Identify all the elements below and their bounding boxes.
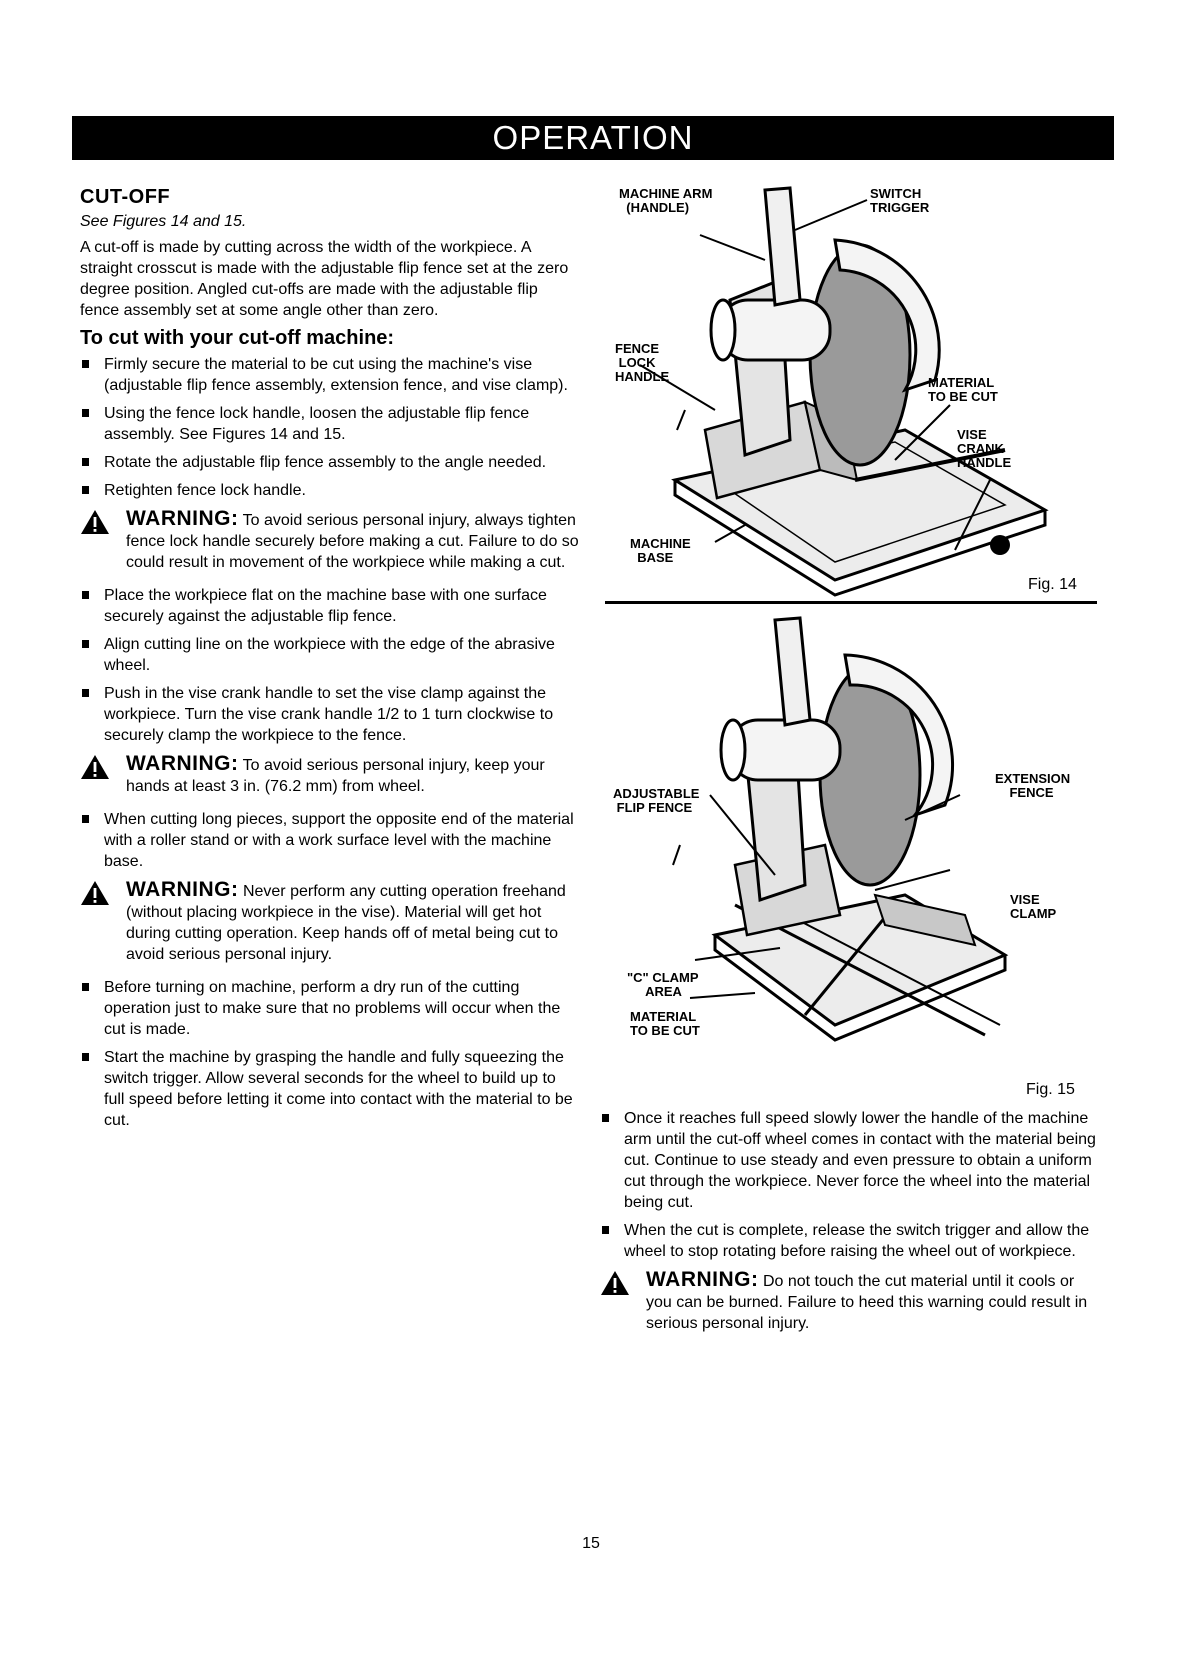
list-item: Using the fence lock handle, loosen the …	[80, 403, 580, 445]
figure-reference: See Figures 14 and 15.	[80, 213, 247, 230]
warning-block-1: WARNING: To avoid serious personal injur…	[80, 508, 580, 573]
warning-label: WARNING:	[126, 752, 239, 775]
list-item: Push in the vise crank handle to set the…	[80, 683, 580, 746]
list-item: Align cutting line on the workpiece with…	[80, 634, 580, 676]
warning-label: WARNING:	[126, 507, 239, 530]
figure-caption: Fig. 14	[1028, 576, 1077, 593]
bullet-icon	[82, 689, 89, 697]
label-machine-base: MACHINE BASE	[630, 536, 691, 565]
steps-list-2: Place the workpiece flat on the machine …	[80, 585, 580, 746]
warning-block-3: WARNING: Never perform any cutting opera…	[80, 879, 580, 965]
list-item: Firmly secure the material to be cut usi…	[80, 354, 580, 396]
warning-block-2: WARNING: To avoid serious personal injur…	[80, 753, 580, 797]
warning-text: Never perform any cutting operation free…	[126, 883, 566, 963]
label-extension-fence: EXTENSION FENCE	[995, 771, 1071, 800]
bullet-icon	[82, 640, 89, 648]
list-item: Retighten fence lock handle.	[80, 480, 580, 501]
figure-divider	[605, 601, 1097, 604]
warning-text: To avoid serious personal injury, always…	[126, 512, 579, 571]
intro-paragraph: A cut-off is made by cutting across the …	[80, 239, 569, 319]
list-item: Rotate the adjustable flip fence assembl…	[80, 452, 580, 473]
right-column: Once it reaches full speed slowly lower …	[600, 1108, 1100, 1346]
list-item: When the cut is complete, release the sw…	[600, 1220, 1100, 1262]
cutoff-machine-illustration	[672, 616, 1009, 1042]
list-item: Place the workpiece flat on the machine …	[80, 585, 580, 627]
cutoff-machine-illustration	[639, 186, 1049, 597]
label-machine-arm: MACHINE ARM (HANDLE)	[619, 186, 713, 215]
warning-text: Do not touch the cut material until it c…	[646, 1273, 1088, 1332]
bullet-icon	[82, 409, 89, 417]
bullet-icon	[602, 1114, 609, 1122]
list-item: Once it reaches full speed slowly lower …	[600, 1108, 1100, 1213]
bullet-icon	[82, 360, 89, 368]
subheading: To cut with your cut-off machine:	[80, 327, 395, 349]
section-heading: CUT-OFF	[80, 186, 171, 208]
steps-list-3: When cutting long pieces, support the op…	[80, 809, 580, 872]
page-number: 15	[582, 1535, 600, 1552]
warning-icon	[81, 510, 109, 534]
steps-list-1: Firmly secure the material to be cut usi…	[80, 354, 580, 501]
steps-list-4: Before turning on machine, perform a dry…	[80, 977, 580, 1131]
label-adjustable-flip-fence: ADJUSTABLE FLIP FENCE	[613, 786, 700, 815]
list-item: Start the machine by grasping the handle…	[80, 1047, 580, 1131]
warning-label: WARNING:	[646, 1268, 759, 1291]
figure-caption: Fig. 15	[1026, 1081, 1075, 1098]
list-item: Before turning on machine, perform a dry…	[80, 977, 580, 1040]
steps-list-5: Once it reaches full speed slowly lower …	[600, 1108, 1100, 1262]
warning-block-4: WARNING: Do not touch the cut material u…	[600, 1269, 1100, 1334]
warning-icon	[81, 755, 109, 779]
label-c-clamp-area: "C" CLAMP AREA	[627, 970, 699, 999]
bullet-icon	[82, 486, 89, 494]
bullet-icon	[82, 983, 89, 991]
warning-icon	[601, 1271, 629, 1295]
warning-text: To avoid serious personal injury, keep y…	[126, 757, 545, 795]
bullet-icon	[82, 815, 89, 823]
warning-label: WARNING:	[126, 878, 239, 901]
left-column: CUT-OFF See Figures 14 and 15. A cut-off…	[80, 186, 580, 1138]
bullet-icon	[602, 1226, 609, 1234]
bullet-icon	[82, 591, 89, 599]
bullet-icon	[82, 458, 89, 466]
list-item: When cutting long pieces, support the op…	[80, 809, 580, 872]
bullet-icon	[82, 1053, 89, 1061]
section-banner: OPERATION	[72, 116, 1114, 160]
figure-15: ADJUSTABLE FLIP FENCE EXTENSION FENCE VI…	[605, 615, 1097, 1105]
warning-icon	[81, 881, 109, 905]
